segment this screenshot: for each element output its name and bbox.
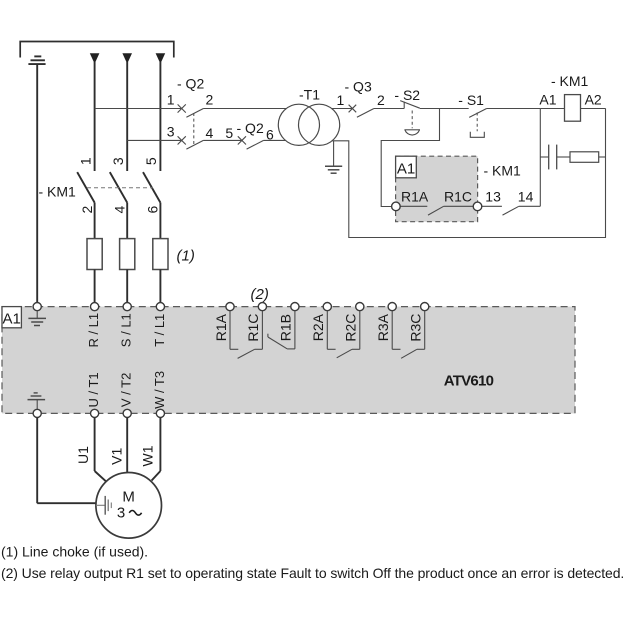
- svg-text:A1: A1: [397, 160, 415, 177]
- svg-text:R2C: R2C: [343, 314, 359, 342]
- svg-text:T / L1: T / L1: [152, 314, 167, 347]
- svg-text:- KM1: - KM1: [551, 73, 589, 89]
- svg-text:R / L1: R / L1: [86, 313, 101, 348]
- svg-text:R1B: R1B: [278, 314, 294, 341]
- svg-text:6: 6: [266, 127, 274, 143]
- svg-text:R1A: R1A: [401, 189, 429, 205]
- svg-text:1: 1: [77, 157, 93, 165]
- svg-text:V1: V1: [108, 448, 124, 465]
- svg-text:U1: U1: [75, 446, 91, 464]
- svg-text:R3C: R3C: [408, 314, 424, 342]
- svg-text:- Q2: - Q2: [177, 76, 204, 92]
- svg-text:5: 5: [143, 157, 159, 165]
- svg-text:W / T3: W / T3: [152, 371, 167, 409]
- svg-text:A1: A1: [3, 310, 21, 327]
- svg-text:A2: A2: [585, 91, 602, 107]
- svg-text:S / L1: S / L1: [119, 313, 134, 347]
- svg-text:4: 4: [206, 125, 214, 141]
- svg-text:2: 2: [206, 92, 214, 108]
- svg-text:3: 3: [110, 157, 126, 165]
- svg-text:U / T1: U / T1: [86, 372, 101, 407]
- svg-text:14: 14: [518, 189, 534, 205]
- svg-text:(2) Use relay output R1 set to: (2) Use relay output R1 set to operating…: [1, 565, 624, 581]
- svg-text:1: 1: [337, 92, 345, 108]
- svg-text:(1) Line choke (if used).: (1) Line choke (if used).: [1, 544, 148, 560]
- svg-text:- S2: - S2: [394, 87, 420, 103]
- svg-text:- KM1: - KM1: [38, 183, 76, 199]
- svg-text:- S1: - S1: [458, 92, 484, 108]
- svg-text:M: M: [122, 488, 134, 505]
- svg-text:(1): (1): [177, 248, 195, 265]
- svg-text:-T1: -T1: [299, 87, 320, 103]
- svg-text:13: 13: [485, 189, 501, 205]
- svg-text:R3A: R3A: [375, 313, 391, 341]
- svg-text:3: 3: [117, 505, 125, 522]
- svg-text:- Q2: - Q2: [237, 120, 264, 136]
- svg-text:2: 2: [79, 205, 95, 213]
- svg-text:R1C: R1C: [444, 189, 472, 205]
- svg-text:- Q3: - Q3: [345, 79, 372, 95]
- svg-text:A1: A1: [539, 91, 556, 107]
- svg-text:W1: W1: [140, 445, 156, 466]
- svg-text:3: 3: [167, 124, 175, 140]
- svg-text:R2A: R2A: [310, 313, 326, 341]
- svg-text:6: 6: [145, 205, 161, 213]
- svg-text:4: 4: [112, 205, 128, 213]
- svg-text:2: 2: [377, 92, 385, 108]
- svg-text:1: 1: [167, 92, 175, 108]
- svg-text:R1C: R1C: [245, 314, 261, 342]
- svg-text:R1A: R1A: [213, 313, 229, 341]
- svg-text:ATV610: ATV610: [444, 372, 494, 389]
- svg-text:5: 5: [225, 125, 233, 141]
- svg-text:- KM1: - KM1: [484, 163, 522, 179]
- svg-text:(2): (2): [251, 286, 269, 303]
- svg-text:V / T2: V / T2: [119, 373, 134, 407]
